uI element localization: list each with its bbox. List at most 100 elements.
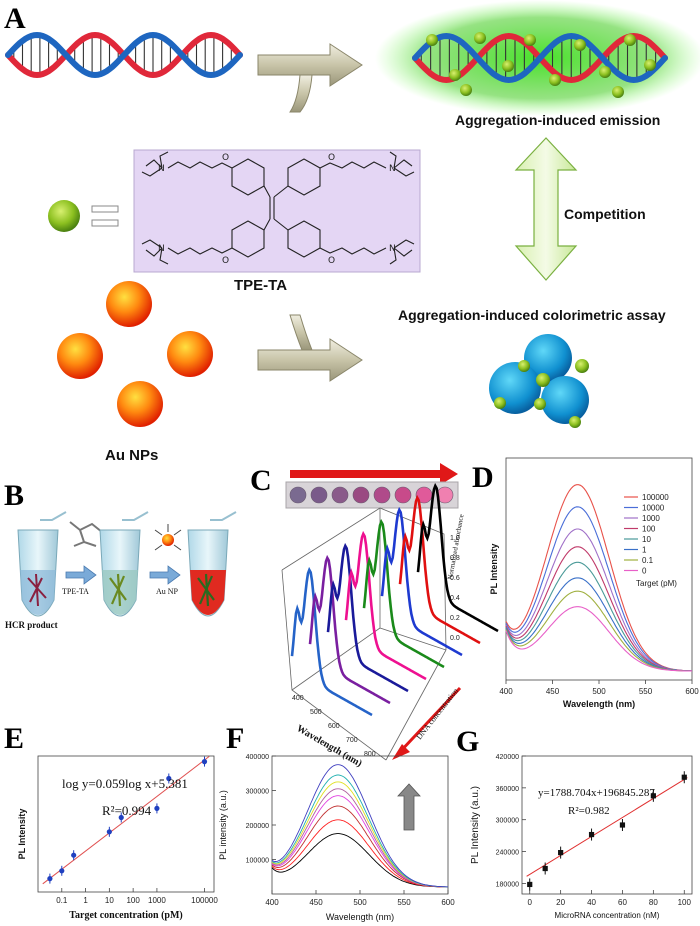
panel-b: B HCR product TPE-TA [4, 479, 237, 630]
chart-e-xtick: 100 [126, 896, 140, 905]
hcr-product-label: HCR product [5, 620, 58, 630]
chart-d-series-line [505, 484, 693, 672]
tpe-dot [644, 59, 656, 71]
chart-c-ztick: 0.4 [450, 595, 460, 602]
chart-c-3d [281, 482, 499, 761]
chart-d-series-line [505, 506, 693, 672]
chart-d-legend-title: Target (pM) [636, 579, 677, 588]
chart-f-series-line [271, 795, 448, 888]
chart-g-xtick: 80 [649, 898, 658, 907]
chart-f-series-line [271, 819, 449, 888]
colorimetric-label: Aggregation-induced colorimetric assay [398, 307, 666, 323]
au-np-step-label: Au NP [156, 587, 179, 596]
chart-c-ztick: 0.6 [450, 575, 460, 582]
chart-d-series-line [505, 528, 692, 672]
au-np-icon [154, 524, 182, 551]
chart-c-xlabel: Wavelength (nm) [295, 723, 364, 769]
chart-f-ylabel: PL intensity (a.u.) [218, 790, 228, 860]
chart-f-xtick: 600 [441, 898, 455, 907]
chart-d-legend-label: 1000 [642, 514, 660, 523]
chart-d-series-line [505, 606, 692, 672]
svg-text:O: O [328, 256, 335, 266]
chart-g-point [681, 774, 687, 780]
panel-a: A Aggregation-induced emission Competiti… [4, 0, 700, 464]
chart-g-r2: R²=0.982 [568, 805, 610, 817]
tpe-dot [549, 74, 561, 86]
chart-e-point [106, 829, 112, 835]
chart-f-ytick: 100000 [246, 858, 269, 865]
well [310, 486, 328, 504]
aggregated-au-cluster [489, 334, 589, 428]
chart-d-legend-label: 0 [642, 567, 647, 576]
svg-text:N: N [389, 244, 396, 254]
chart-c-series-line [344, 530, 427, 681]
chart-f-ytick: 200000 [246, 823, 269, 830]
tube-hcr [17, 511, 67, 617]
chart-c-series-line [308, 554, 391, 705]
chart-g-point [619, 822, 626, 828]
chart-e-xtick: 0.1 [56, 896, 68, 905]
competition-double-arrow [514, 137, 578, 281]
chart-d-xtick: 550 [639, 687, 653, 696]
chart-c-xtick: 700 [346, 737, 358, 744]
tpe-dot [502, 60, 514, 72]
chart-c-xtick: 500 [310, 709, 322, 716]
chart-c-series-line [326, 542, 409, 693]
tpe-ball-icon [48, 200, 80, 232]
chart-d-legend-label: 10000 [642, 504, 665, 513]
panel-d-label: D [472, 461, 494, 494]
chart-c-ztick: 1.0 [450, 535, 460, 542]
tpe-molecule-icon [69, 521, 103, 547]
chart-f-xlabel: Wavelength (nm) [326, 912, 394, 922]
chart-g-xtick: 40 [587, 898, 596, 907]
chart-e-frame [37, 755, 215, 893]
chart-d-legend-label: 10 [642, 535, 651, 544]
chart-g-point [588, 831, 595, 838]
chart-f-xtick: 550 [397, 898, 411, 907]
panel-f-label: F [226, 722, 244, 755]
strand-blue [412, 32, 668, 84]
chart-g-point [558, 850, 564, 856]
chart-f-series-line [271, 764, 449, 888]
chart-c-series-line [398, 494, 481, 645]
chart-g-point [542, 865, 548, 872]
well [373, 486, 391, 504]
tpe-dot [449, 69, 461, 81]
chart-e-xtick: 100000 [191, 896, 218, 905]
chart-g-ytick: 240000 [496, 850, 519, 857]
chart-f-xtick: 400 [265, 898, 279, 907]
chart-e-xtick: 1000 [148, 896, 166, 905]
chart-d-series-line [505, 546, 692, 672]
arrow-b2 [149, 565, 181, 585]
tpe-dot [524, 34, 536, 46]
panel-c-label: C [250, 464, 272, 497]
chart-e-ylabel: PL Intensity [17, 809, 27, 860]
tpe-dot [574, 39, 586, 51]
well [394, 486, 412, 504]
chart-d-ylabel: PL Intensity [489, 544, 499, 595]
chart-e-fit-line [42, 756, 210, 885]
tube-tpe [99, 511, 149, 617]
tpe-dot [612, 86, 624, 98]
chart-c-xtick: 600 [328, 723, 340, 730]
chart-d-xlabel: Wavelength (nm) [563, 699, 635, 709]
chart-c-series-line [290, 566, 373, 717]
chart-g-equation: y=1788.704x+196845.287 [538, 787, 655, 799]
chart-g-xtick: 0 [528, 898, 533, 907]
chart-c-zlabel: Normalized absorbance [446, 514, 465, 581]
increase-arrow [397, 783, 421, 831]
chart-e-point [59, 868, 65, 874]
chart-g-xtick: 60 [618, 898, 627, 907]
tube-au [187, 511, 237, 617]
panel-e-label: E [4, 722, 24, 755]
aie-label: Aggregation-induced emission [455, 112, 660, 128]
chart-e-xlabel: Target concentration (pM) [69, 910, 183, 921]
chart-e-point [47, 876, 53, 882]
chart-c-series-line [380, 506, 463, 657]
